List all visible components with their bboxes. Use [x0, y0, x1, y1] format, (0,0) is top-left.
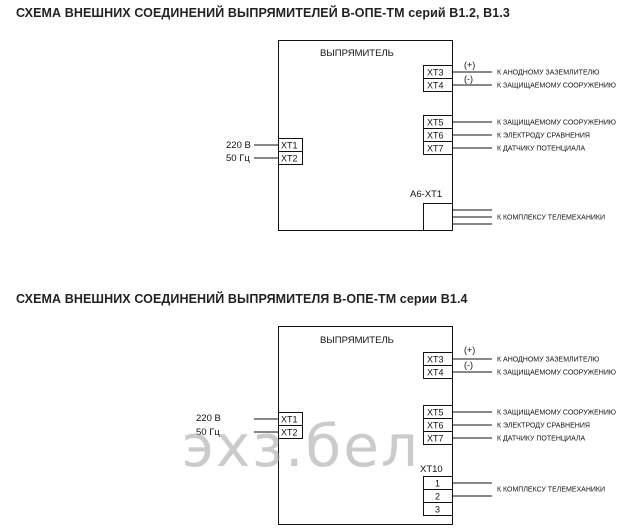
- to-protected-label-2: К ЗАЩИЩАЕМОМУ СООРУЖЕНИЮ: [497, 120, 616, 127]
- xt5-label: ХТ5: [427, 118, 444, 128]
- terminal-xt7-2: [423, 431, 453, 445]
- pin1-label: 1: [435, 479, 440, 489]
- input-freq-2: 50 Гц: [196, 427, 220, 438]
- xt4-label: ХТ4: [427, 81, 444, 91]
- to-telemechanics-label-2: К КОМПЛЕКСУ ТЕЛЕМЕХАНИКИ: [497, 487, 605, 494]
- xt1-label-2: ХТ1: [281, 415, 298, 425]
- pin2-label: 2: [435, 492, 440, 502]
- xt7-label: ХТ7: [427, 144, 444, 154]
- watermark: эхз.бел: [182, 412, 420, 480]
- input-voltage-2: 220 В: [196, 413, 221, 424]
- to-telemechanics-label: К КОМПЛЕКСУ ТЕЛЕМЕХАНИКИ: [497, 215, 605, 222]
- xt1-label: ХТ1: [281, 141, 298, 151]
- xt2-label-2: ХТ2: [281, 428, 298, 438]
- xt10-label: ХТ10: [420, 464, 443, 475]
- terminal-xt2: [278, 151, 303, 165]
- diagram1-title: СХЕМА ВНЕШНИХ СОЕДИНЕНИЙ ВЫПРЯМИТЕЛЕЙ В-…: [16, 6, 510, 20]
- to-anode-label: К АНОДНОМУ ЗАЗЕМЛИТЕЛЮ: [497, 70, 599, 77]
- diagram2: ВЫПРЯМИТЕЛЬ 220 В 50 Гц ХТ1 ХТ2 ХТ3 ХТ4 …: [196, 326, 616, 525]
- diagram2-title: СХЕМА ВНЕШНИХ СОЕДИНЕНИЙ ВЫПРЯМИТЕЛЯ В-О…: [16, 292, 468, 306]
- to-protected-label-2b: К ЗАЩИЩАЕМОМУ СООРУЖЕНИЮ: [497, 410, 616, 417]
- to-anode-label-2: К АНОДНОМУ ЗАЗЕМЛИТЕЛЮ: [497, 357, 599, 364]
- to-sensor-label-2: К ДАТЧИКУ ПОТЕНЦИАЛА: [497, 436, 586, 443]
- minus-sign-2: (-): [464, 360, 473, 370]
- device-label-2: ВЫПРЯМИТЕЛЬ: [320, 335, 394, 346]
- terminal-xt4-2: [423, 365, 453, 379]
- xt4-label-2: ХТ4: [427, 368, 444, 378]
- plus-sign: (+): [464, 60, 475, 70]
- xt3-label-2: ХТ3: [427, 355, 444, 365]
- xt2-label: ХТ2: [281, 154, 298, 164]
- pin3-label: 3: [435, 505, 440, 515]
- terminal-xt4: [423, 78, 453, 92]
- plus-sign-2: (+): [464, 345, 475, 355]
- input-voltage: 220 В: [226, 140, 251, 151]
- terminal-xt7: [423, 141, 453, 155]
- terminal-xt10-pin3: [423, 502, 453, 516]
- xt3-label: ХТ3: [427, 68, 444, 78]
- a6-label: А6-ХТ1: [410, 189, 442, 200]
- input-freq: 50 Гц: [226, 153, 250, 164]
- to-protected-label-2a: К ЗАЩИЩАЕМОМУ СООРУЖЕНИЮ: [497, 370, 616, 377]
- minus-sign: (-): [464, 74, 473, 84]
- to-reference-label-2: К ЭЛЕКТРОДУ СРАВНЕНИЯ: [497, 423, 590, 430]
- terminal-xt2-2: [278, 425, 303, 439]
- xt6-label: ХТ6: [427, 131, 444, 141]
- xt7-label-2: ХТ7: [427, 434, 444, 444]
- xt5-label-2: ХТ5: [427, 408, 444, 418]
- xt6-label-2: ХТ6: [427, 421, 444, 431]
- to-protected-label: К ЗАЩИЩАЕМОМУ СООРУЖЕНИЮ: [497, 83, 616, 90]
- to-reference-label: К ЭЛЕКТРОДУ СРАВНЕНИЯ: [497, 133, 590, 140]
- device-label: ВЫПРЯМИТЕЛЬ: [320, 48, 394, 59]
- to-sensor-label: К ДАТЧИКУ ПОТЕНЦИАЛА: [497, 146, 586, 153]
- diagram1: ВЫПРЯМИТЕЛЬ 220 В 50 Гц ХТ1 ХТ2 ХТ3 ХТ4 …: [226, 40, 616, 231]
- terminal-a6-xt1: [423, 203, 453, 231]
